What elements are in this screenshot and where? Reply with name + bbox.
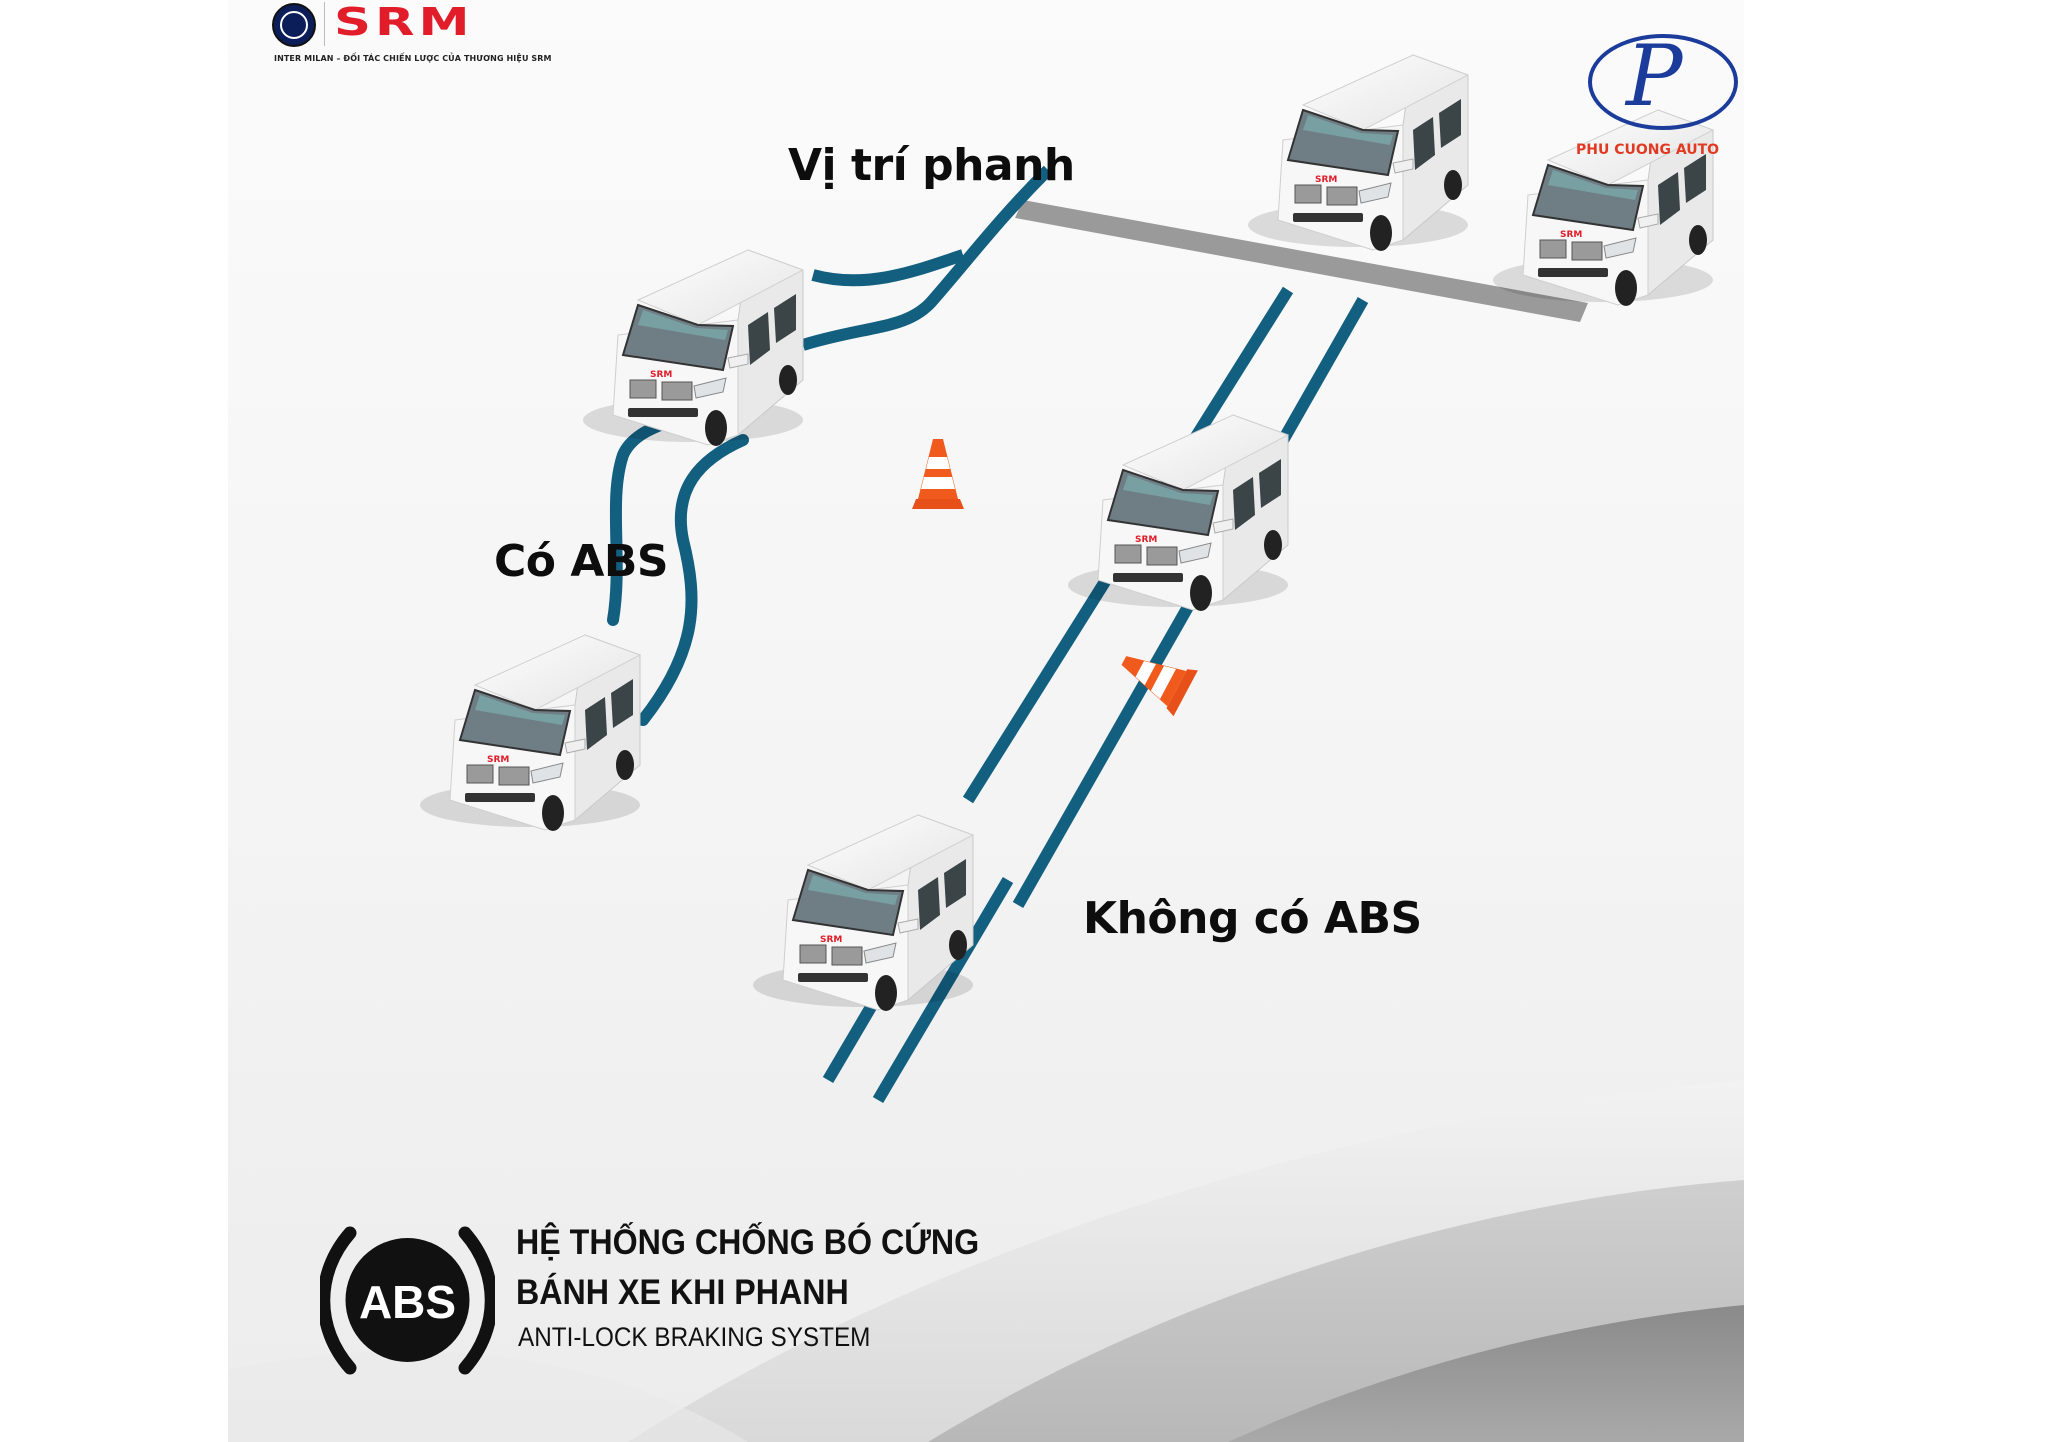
without-abs-label: Không có ABS: [1083, 893, 1422, 944]
braking-diagram: SRM: [228, 54, 1744, 1442]
van-with-abs-swerve: [582, 249, 804, 447]
feature-subtitle: ANTI-LOCK BRAKING SYSTEM: [518, 1322, 871, 1352]
phu-cuong-auto-logo: P PHU CUONG AUTO: [1568, 30, 1744, 160]
abs-infographic-panel: SRM: [228, 0, 1744, 1442]
van-without-abs-hit-cone: [1067, 414, 1289, 612]
feature-title-line1: HỆ THỐNG CHỐNG BÓ CỨNG: [516, 1223, 980, 1262]
phu-cuong-p-oval-icon: [1588, 34, 1738, 130]
partner-tagline: INTER MILAN – ĐỐI TÁC CHIẾN LƯỢC CỦA THƯ…: [274, 54, 552, 63]
feature-title: HỆ THỐNG CHỐNG BÓ CỨNG BÁNH XE KHI PHANH: [516, 1218, 979, 1318]
logo-divider: [324, 2, 325, 46]
van-with-abs-stopped: [1247, 54, 1469, 252]
feature-title-line2: BÁNH XE KHI PHANH: [516, 1273, 849, 1312]
van-with-abs-start: [419, 634, 641, 832]
svg-text:ABS: ABS: [359, 1276, 456, 1328]
knocked-cone-icon: [1111, 637, 1198, 717]
logo-letter: P: [1626, 27, 1683, 125]
van-without-abs-start: [752, 814, 974, 1012]
srm-brand-text: SRM: [334, 0, 474, 44]
inter-milan-badge-icon: [272, 3, 316, 47]
traffic-cone-icon: [912, 439, 964, 509]
with-abs-label: Có ABS: [494, 536, 669, 587]
dealer-name: PHU CUONG AUTO: [1576, 142, 1720, 158]
abs-warning-icon: ABS: [320, 1226, 495, 1375]
brake-point-label: Vị trí phanh: [788, 140, 1075, 191]
